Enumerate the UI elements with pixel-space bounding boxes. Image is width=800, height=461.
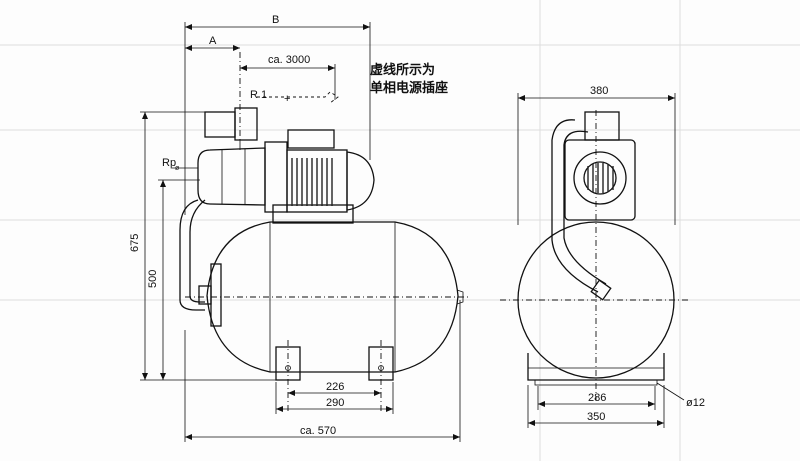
feet-side <box>275 340 394 413</box>
dim-570-label: ca. 570 <box>300 425 336 437</box>
pump-end <box>564 111 636 221</box>
dim-675-label: 675 <box>129 234 141 252</box>
dimension-350: 350 <box>527 385 665 428</box>
svg-text:ø: ø <box>175 165 180 172</box>
pump-stand <box>272 204 354 224</box>
motor-side <box>264 129 375 213</box>
dim-290-label: 290 <box>326 397 344 409</box>
dim-380-label: 380 <box>590 85 608 97</box>
power-note-line2: 单相电源插座 <box>370 80 448 96</box>
dim-hole-label: ø12 <box>686 397 705 409</box>
dimension-380: 380 <box>517 85 676 225</box>
side-view: R 1 + B A ca. 3000 Rp ø <box>129 14 470 442</box>
dim-500-label: 500 <box>147 270 159 288</box>
plug-label: R 1 <box>250 89 267 101</box>
pipe-end <box>551 119 612 301</box>
pressure-switch-side <box>204 107 258 150</box>
power-cord: R 1 + <box>250 89 339 105</box>
hose-side <box>179 199 222 327</box>
end-view: 380 286 350 ø12 <box>500 85 705 428</box>
dim-a-label: A <box>209 35 217 47</box>
dimension-570: ca. 570 <box>184 300 461 442</box>
dimension-hole: ø12 <box>656 382 705 409</box>
dimension-a: A <box>185 35 240 51</box>
dimension-290: 290 <box>275 382 394 414</box>
rp-label: Rp ø <box>162 157 198 172</box>
motor-fins <box>291 158 333 206</box>
dimension-286: 286 <box>537 386 656 410</box>
dim-286-label: 286 <box>588 392 606 404</box>
dimension-226: 226 <box>288 381 381 396</box>
power-note: 虚线所示为 单相电源插座 <box>370 62 448 96</box>
svg-text:+: + <box>284 93 290 105</box>
power-note-line1: 虚线所示为 <box>370 62 435 78</box>
pump-housing-side <box>197 147 266 206</box>
dim-226-label: 226 <box>326 381 344 393</box>
svg-text:Rp: Rp <box>162 157 176 169</box>
dimension-cable: ca. 3000 <box>240 54 336 100</box>
dim-350-label: 350 <box>587 411 605 423</box>
dimension-500: 500 <box>147 179 200 380</box>
dimension-b: B <box>184 14 371 215</box>
dim-cable-label: ca. 3000 <box>268 54 310 66</box>
dim-b-label: B <box>272 14 279 26</box>
